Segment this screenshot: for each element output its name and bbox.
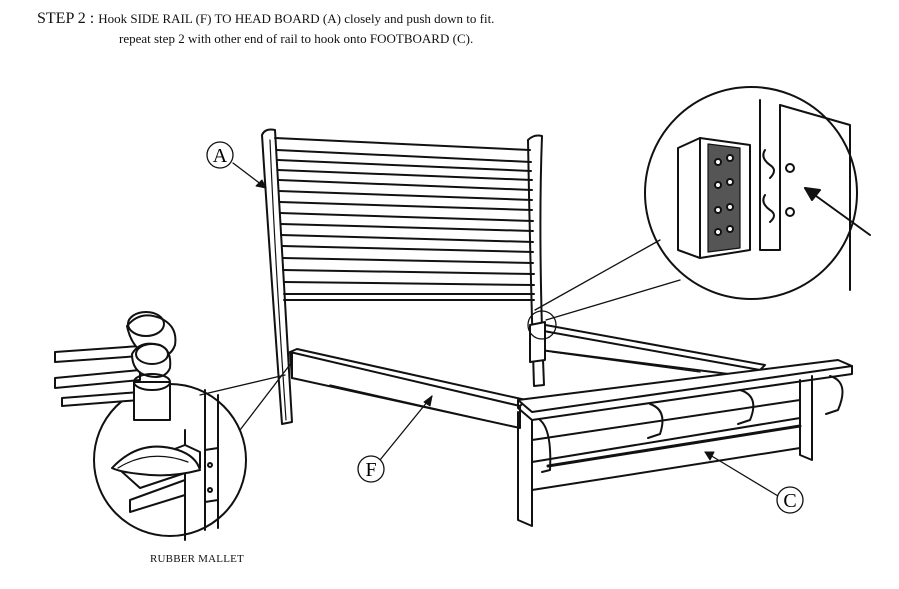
step-line-1: Hook SIDE RAIL (F) TO HEAD BOARD (A) clo… <box>98 11 495 26</box>
step-line-2: repeat step 2 with other end of rail to … <box>119 31 474 46</box>
headboard <box>261 128 545 425</box>
callout-a-circle <box>206 141 234 169</box>
mallet-detail-magnifier <box>93 361 293 541</box>
side-rail <box>289 348 527 429</box>
footboard <box>517 359 853 527</box>
callout-c-label: C <box>783 490 796 512</box>
rubber-mallet-icons <box>54 311 177 421</box>
rubber-mallet-caption: RUBBER MALLET <box>150 553 244 565</box>
back-side-rail <box>537 323 766 379</box>
callout-f-circle <box>357 455 385 483</box>
hook-detail-magnifier <box>527 86 871 340</box>
callout-f-label: F <box>365 459 376 481</box>
callout-a-label: A <box>213 145 228 167</box>
step-label: STEP 2 : <box>37 10 95 27</box>
callout-c-circle <box>776 486 804 514</box>
